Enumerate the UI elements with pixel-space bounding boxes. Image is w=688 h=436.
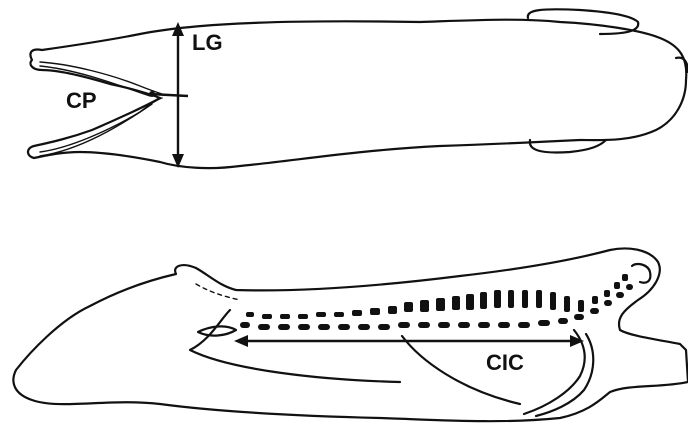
vertebra [626, 284, 633, 290]
vertebra [438, 322, 450, 328]
lg-label: LG [192, 30, 223, 55]
vertebra [278, 324, 290, 330]
lateral-pelvis-opening [198, 326, 236, 335]
dorsal-body-outline [28, 20, 686, 168]
vertebra [404, 302, 413, 312]
vertebra [466, 294, 474, 310]
vertebra [458, 322, 470, 328]
vertebra [498, 322, 510, 328]
vertebra [536, 290, 542, 308]
vertebra [420, 300, 429, 312]
vertebra [494, 290, 501, 308]
vertebra [318, 324, 330, 330]
lateral-inner-belly [190, 310, 400, 382]
vertebra [436, 298, 445, 311]
vertebra [508, 290, 514, 308]
vertebra [592, 296, 598, 304]
vertebra [590, 308, 599, 314]
vertebra [564, 296, 570, 312]
vertebra [522, 290, 528, 308]
vertebra [538, 320, 550, 326]
vertebra [622, 274, 628, 281]
lateral-neck-ring [632, 264, 650, 283]
vertebra [452, 296, 460, 310]
dorsal-view: LG CP [28, 9, 688, 168]
vertebra [246, 312, 254, 317]
vertebra [258, 324, 270, 330]
vertebra [558, 318, 568, 324]
vertebra [614, 282, 620, 289]
vertebra [240, 322, 250, 328]
lateral-hip-dash [196, 284, 240, 300]
vertebra [338, 324, 350, 330]
cp-label: CP [66, 88, 97, 113]
vertebra [478, 322, 490, 328]
vertebrae-dorsal-row [246, 274, 628, 319]
vertebra [262, 314, 272, 319]
vertebra [316, 312, 326, 317]
vertebra [616, 292, 624, 298]
vertebra [334, 312, 344, 317]
lateral-forelimb [524, 330, 593, 416]
hind-leg-upper-tendon [40, 62, 162, 94]
vertebra [574, 314, 584, 320]
vertebra [398, 322, 410, 328]
vertebra [604, 290, 610, 297]
vertebra [518, 322, 530, 328]
vertebra [280, 314, 290, 319]
cp-marker [149, 91, 155, 97]
vertebra [298, 314, 308, 319]
vertebra [604, 300, 612, 306]
vertebra [370, 308, 380, 315]
vertebra [550, 292, 556, 310]
vertebra [352, 310, 362, 316]
vertebra [418, 322, 430, 328]
vertebra [298, 324, 310, 330]
vertebra [480, 292, 487, 309]
lateral-view: CIC [13, 249, 688, 422]
vertebra [358, 324, 370, 330]
cic-label: CIC [486, 350, 524, 375]
vertebra [378, 324, 390, 330]
cic-arrowhead-left [234, 335, 248, 347]
vertebra [578, 300, 584, 312]
vertebra [388, 306, 397, 314]
